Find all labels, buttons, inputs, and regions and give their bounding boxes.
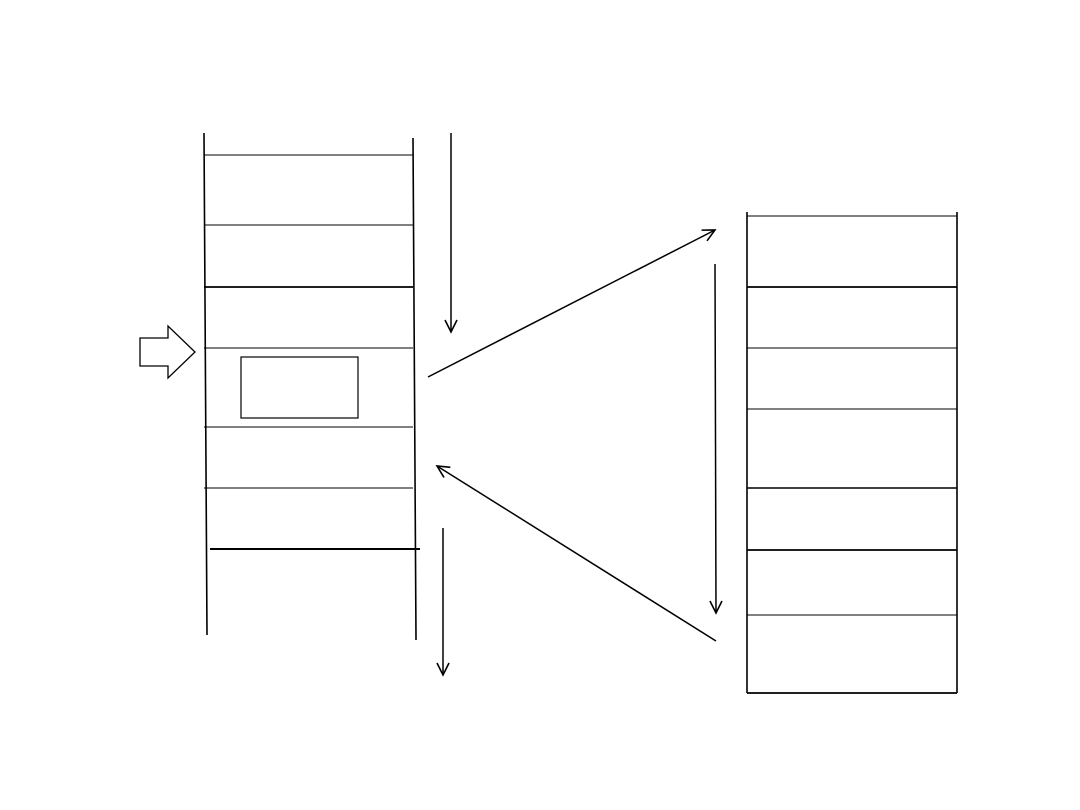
- left-stack-left-rail: [203, 132, 208, 636]
- right-stack: [746, 212, 958, 694]
- left-to-right-arrow: [427, 229, 717, 378]
- right-to-left-arrow: [435, 465, 717, 642]
- input-block-arrow: [139, 324, 196, 380]
- left-stack-inset-box: [240, 356, 359, 419]
- left-stack: [203, 132, 420, 641]
- right-stack-down-arrow: [709, 263, 723, 615]
- left-stack-right-rail: [412, 137, 417, 641]
